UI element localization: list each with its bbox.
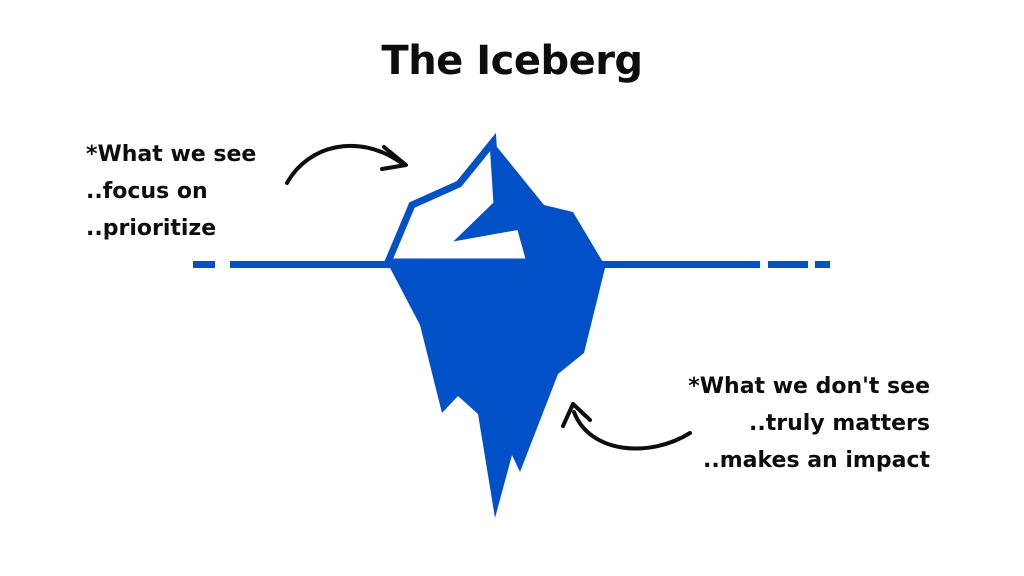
iceberg-lit-side [382,132,535,266]
below-water-line-1: ..truly matters [749,411,930,436]
waterline-dash-right-1 [768,261,808,268]
waterline-segment-left [230,261,390,268]
diagram-title: The Iceberg [381,38,643,84]
above-water-note: *What we see ..focus on ..prioritize [86,136,256,247]
below-water-note: *What we don't see ..truly matters ..mak… [688,368,930,479]
iceberg-shadow-side [464,142,604,264]
above-water-line-2: ..prioritize [86,216,217,241]
waterline-dash-left [193,261,215,268]
waterline-segment-right [598,261,760,268]
above-water-heading: *What we see [86,142,257,167]
curved-arrow-icon [561,402,692,451]
below-water-heading: *What we don't see [688,374,930,399]
above-water-line-1: ..focus on [86,179,208,204]
waterline-dash-right-2 [815,261,830,268]
below-water-line-2: ..makes an impact [703,448,930,473]
curved-arrow-icon [285,143,408,185]
iceberg-underwater [388,264,606,518]
waterline [193,261,830,268]
